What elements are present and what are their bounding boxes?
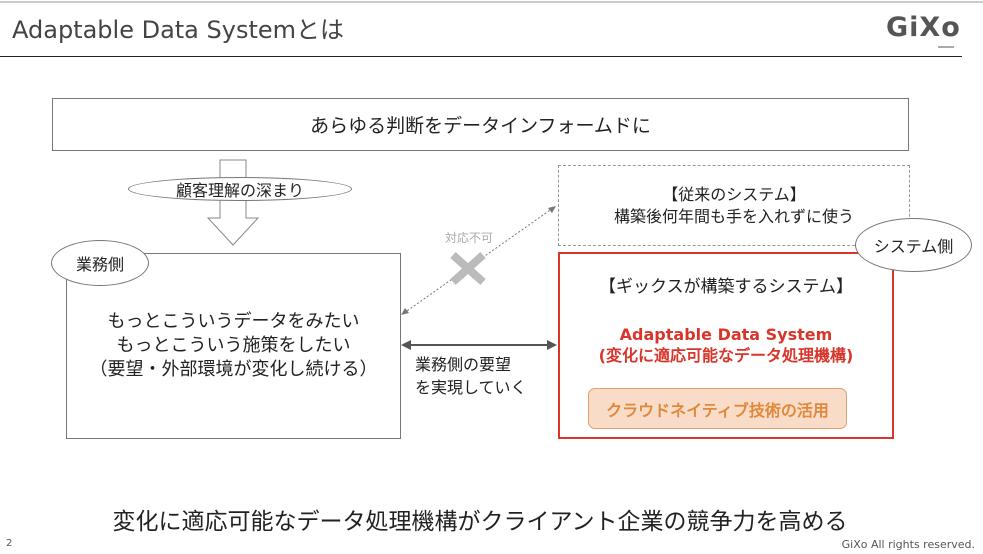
logo-text: GiXo bbox=[886, 12, 961, 43]
title-divider bbox=[0, 56, 962, 57]
gixo-system-box: 【ギックスが構築するシステム】 Adaptable Data System (変… bbox=[558, 252, 894, 439]
mid-label-line: 業務側の要望 bbox=[415, 355, 512, 374]
top-border bbox=[0, 1, 983, 3]
gixo-system-title: 【ギックスが構築するシステム】 bbox=[599, 277, 853, 297]
gixo-logo: GiXo bbox=[886, 12, 961, 48]
customer-understanding-label: 顧客理解の深まり bbox=[128, 177, 352, 201]
ads-name-block: Adaptable Data System (変化に適応可能なデータ処理機構) bbox=[560, 324, 892, 366]
page-title: Adaptable Data Systemとは bbox=[12, 16, 345, 44]
business-line: もっとこういう施策をしたい bbox=[116, 335, 351, 356]
cloud-native-badge: クラウドネイティブ技術の活用 bbox=[588, 388, 847, 429]
business-box: もっとこういうデータをみたい もっとこういう施策をしたい （要望・外部環境が変化… bbox=[66, 253, 401, 439]
down-arrow bbox=[206, 159, 260, 246]
conclusion: 変化に適応可能なデータ処理機構がクライアント企業の競争力を高める bbox=[112, 509, 848, 535]
business-side-badge: 業務側 bbox=[51, 240, 149, 286]
business-line: もっとこういうデータをみたい bbox=[107, 311, 360, 332]
ads-name: Adaptable Data System bbox=[619, 325, 833, 344]
incompatible-label: 対応不可 bbox=[445, 231, 494, 245]
ads-subtitle: (変化に適応可能なデータ処理機構) bbox=[598, 346, 854, 365]
copyright: GiXo All rights reserved. bbox=[841, 538, 975, 551]
mid-label-line: を実現していく bbox=[415, 378, 527, 397]
system-side-badge: システム側 bbox=[855, 218, 972, 272]
legacy-desc: 構築後何年間も手を入れずに使う bbox=[613, 206, 854, 226]
cross-icon bbox=[450, 252, 486, 285]
page-number: 2 bbox=[6, 538, 13, 549]
business-line: （要望・外部環境が変化し続ける） bbox=[89, 359, 378, 380]
mid-label: 業務側の要望 を実現していく bbox=[415, 353, 527, 399]
legacy-title: 【従来のシステム】 bbox=[662, 184, 806, 204]
goal-box: あらゆる判断をデータインフォームドに bbox=[52, 98, 909, 151]
legacy-system-box: 【従来のシステム】 構築後何年間も手を入れずに使う bbox=[558, 165, 910, 246]
